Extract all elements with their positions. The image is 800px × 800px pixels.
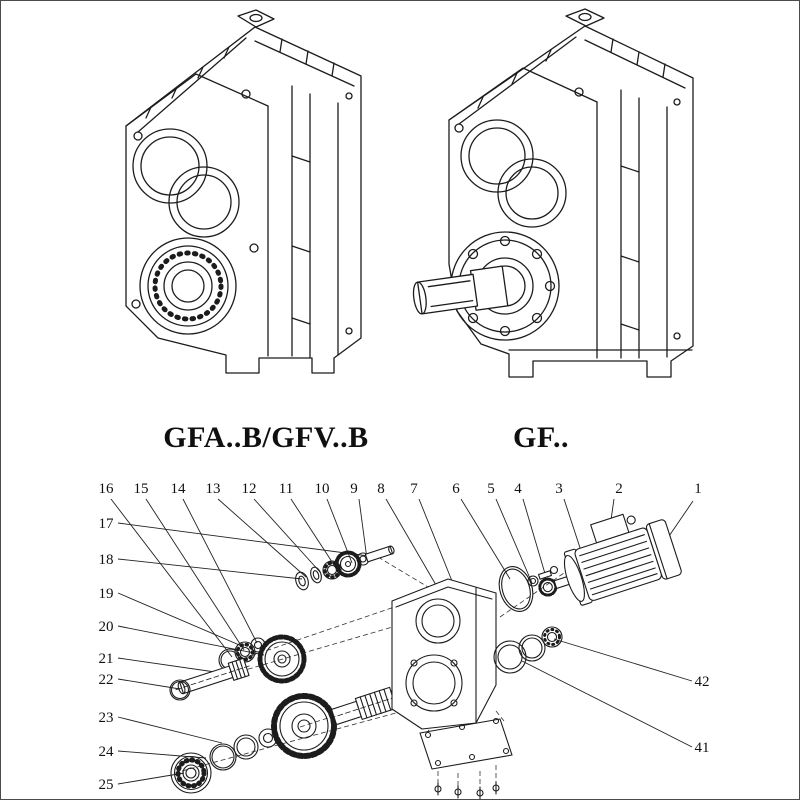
small-washer [527,575,539,587]
callout-42: 42 [695,674,710,690]
callout-2: 2 [615,481,623,497]
intermediate-pinion-shaft [175,657,253,695]
callout-18: 18 [99,552,114,568]
callout-21: 21 [99,651,114,667]
output-ring [233,734,259,760]
gearbox-silhouette [125,26,362,374]
callout-16: 16 [99,481,115,497]
gearbox-housing [391,578,497,730]
electric-motor [538,513,682,606]
right-gearbox-lineart [412,8,694,378]
retaining-bearing-small [541,626,563,648]
callout-8: 8 [377,481,385,497]
exploded-parts [169,513,682,799]
gear-bores [460,119,567,228]
callout-19: 19 [99,586,114,602]
gearbox-drawing-left [125,9,362,374]
callout-9: 9 [350,481,358,497]
callout-leader-lines [110,498,694,785]
output-circlip [209,743,237,771]
intermediate-bearing [234,641,256,663]
right-model-label: GF.. [513,421,569,454]
callout-4: 4 [514,481,522,497]
shaft-key [537,570,553,580]
input-washer [310,566,322,584]
callout-22: 22 [99,672,114,688]
left-model-label: GFA..B/GFV..B [163,421,369,454]
retaining-ring-mid [518,634,546,662]
callout-7: 7 [410,481,418,497]
callout-6: 6 [452,481,460,497]
callout-10: 10 [315,481,330,497]
callout-1: 1 [694,481,702,497]
callout-5: 5 [487,481,495,497]
oil-plug-cap [565,8,605,27]
roof-ribs [458,36,686,125]
callout-15: 15 [134,481,149,497]
body-edges [125,73,339,358]
intermediate-circlip-2 [169,679,191,701]
callout-11: 11 [279,481,293,497]
input-seal [295,571,309,591]
gear-bores [132,128,240,238]
bolt-heads [454,87,681,340]
left-gearbox-lineart [125,9,362,374]
exploded-parts-diagram: 16 15 14 13 12 11 10 9 8 7 6 5 4 3 2 1 1… [99,481,710,799]
body-edges [448,67,693,359]
hollow-shaft-bearing [139,237,237,335]
callout-13: 13 [206,481,221,497]
callout-numbers: 16 15 14 13 12 11 10 9 8 7 6 5 4 3 2 1 1… [99,481,710,793]
output-bearing [170,752,212,794]
bolt-heads [131,89,353,335]
output-gear [271,693,337,759]
callout-41: 41 [695,740,710,756]
callout-20: 20 [99,619,114,635]
callout-23: 23 [99,710,114,726]
callout-24: 24 [99,744,115,760]
callout-14: 14 [171,481,187,497]
output-washer [258,728,278,748]
roof-ribs [137,37,355,133]
intermediate-gear [257,634,307,684]
callout-12: 12 [242,481,257,497]
callout-17: 17 [99,516,115,532]
gasket-plate [419,717,513,770]
callout-3: 3 [555,481,563,497]
retaining-ring-large [493,640,527,674]
input-shaft-stub [364,545,395,563]
dowel-pin [549,565,559,575]
mounting-bolts [434,781,500,799]
motor-gasket-ring [498,566,534,612]
callout-25: 25 [99,777,114,793]
input-pinion-gear [334,550,362,578]
gearbox-silhouette [448,25,694,378]
oil-plug-cap [237,9,275,28]
output-shaft [412,265,509,315]
gearbox-drawing-right [412,8,694,378]
